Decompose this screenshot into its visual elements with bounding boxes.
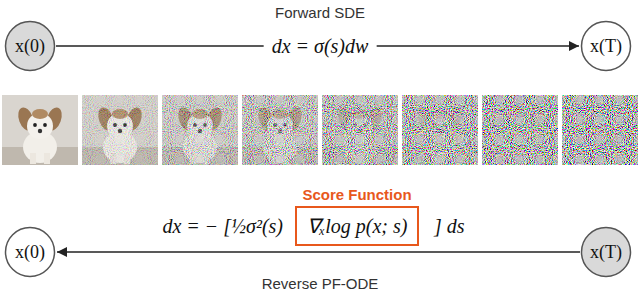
state-circle: x(0)	[4, 226, 56, 278]
equation-part: ] ds	[434, 215, 465, 238]
score-term: ∇ₓlog p(x; s)	[295, 206, 420, 246]
equation-label: dx = σ(s)dw	[264, 35, 377, 58]
state-label: x(T)	[590, 242, 622, 263]
process-arrow	[57, 251, 580, 253]
state-circle: x(T)	[580, 20, 632, 72]
equation-part: dx = − [½σ²(s)	[162, 215, 283, 238]
state-label: x(0)	[15, 36, 45, 57]
state-circle: x(T)	[580, 226, 632, 278]
section-title: Reverse PF-ODE	[262, 275, 379, 292]
section-title: Forward SDE	[275, 4, 365, 21]
state-label: x(0)	[15, 242, 45, 263]
score-heading: Score Function	[302, 186, 411, 206]
state-circle: x(0)	[4, 20, 56, 72]
diffusion-frames	[2, 95, 638, 165]
state-label: x(T)	[590, 36, 622, 57]
score-function-box: Score Function∇ₓlog p(x; s)	[295, 186, 420, 246]
